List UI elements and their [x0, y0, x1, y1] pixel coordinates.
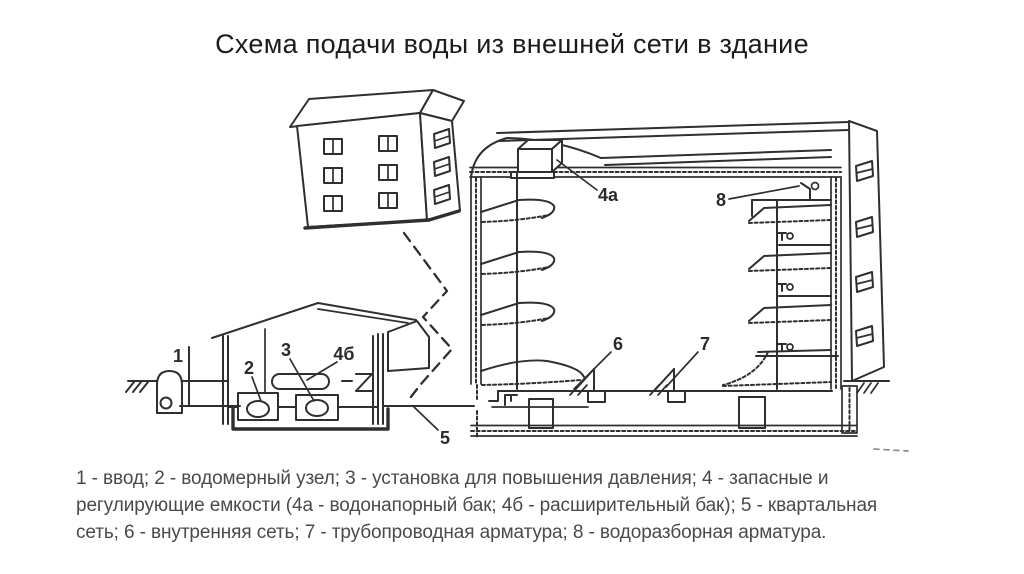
label-5: 5 — [440, 428, 450, 448]
left-floor-slabs — [480, 198, 585, 386]
residential-building — [289, 89, 465, 404]
main-building-section — [469, 120, 909, 452]
front-windows — [323, 135, 398, 212]
page-title: Схема подачи воды из внешней сети в здан… — [215, 29, 809, 59]
legend-caption: 1 - ввод; 2 - водомерный узел; 3 - устан… — [76, 466, 916, 547]
foundation-pillar — [528, 398, 554, 429]
ground-right — [843, 380, 909, 452]
pit-trough — [231, 407, 390, 431]
expansion-tank-icon — [271, 373, 330, 390]
side-windows — [433, 128, 451, 205]
valve-icon — [649, 368, 686, 403]
ground-hatch-left — [125, 381, 149, 393]
tap-icon — [776, 283, 832, 297]
foundation-pillar — [738, 396, 766, 429]
label-6: 6 — [613, 334, 623, 354]
basement — [470, 368, 858, 437]
right-wall — [830, 176, 858, 434]
diagram-labels: 1 2 3 4б 4а 5 6 7 8 — [173, 159, 800, 448]
legend-line-1: 1 - ввод; 2 - водомерный узел; 3 - устан… — [76, 468, 829, 489]
tap-icon — [800, 181, 820, 201]
label-4b: 4б — [333, 344, 354, 364]
tap-icon — [776, 232, 832, 246]
check-valve-icon — [341, 373, 373, 392]
quarter-network-dashed-line — [402, 231, 454, 404]
label-1: 1 — [173, 346, 183, 366]
label-4a: 4а — [598, 185, 619, 205]
roof — [211, 302, 417, 339]
annex-gable — [387, 320, 430, 372]
attic-curve — [470, 137, 602, 179]
water-meter-unit-icon — [237, 392, 279, 421]
left-wall — [470, 176, 482, 438]
valve-icon — [569, 368, 606, 403]
label-8: 8 — [716, 190, 726, 210]
risers-and-taps — [516, 171, 839, 390]
label-7: 7 — [700, 334, 710, 354]
tap-icon — [755, 343, 839, 357]
label-3: 3 — [281, 340, 291, 360]
roof-tank-icon — [510, 139, 563, 179]
well-icon — [156, 370, 183, 414]
right-floor-slabs — [722, 204, 832, 387]
legend-line-2: регулирующие емкости (4а - водонапорный … — [76, 494, 878, 516]
pump-house — [211, 302, 430, 431]
ground-floor-slab-left — [480, 359, 585, 386]
right-facade — [848, 120, 885, 382]
booster-pump-icon — [295, 394, 339, 421]
legend-line-3: сеть; 6 - внутренняя сеть; 7 - трубопров… — [76, 521, 827, 543]
label-2: 2 — [244, 358, 254, 378]
